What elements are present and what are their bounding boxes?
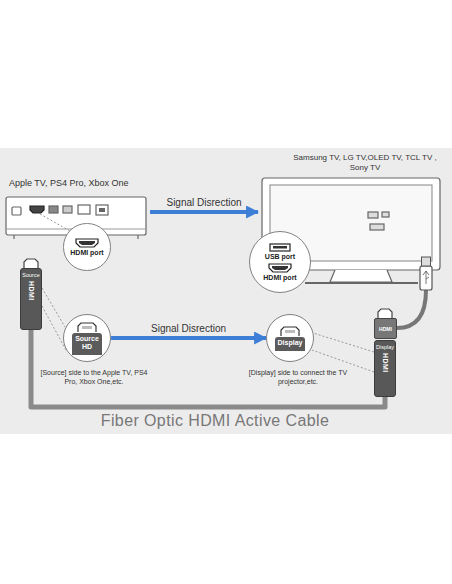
- plug-label: Display: [376, 344, 394, 350]
- plug-tip-icon: [278, 326, 302, 336]
- note-text: [Display] side to connect the TV project…: [245, 368, 351, 386]
- hdmi-plug: DisplayHDMI: [374, 340, 396, 397]
- background-band: [0, 148, 452, 434]
- plug-tip: [378, 309, 392, 318]
- device-list: Samsung TV, LG TV,OLED TV, TCL TV , Sony…: [290, 153, 440, 173]
- port-callout: HDMI port: [63, 223, 110, 270]
- plug-label: HDMI: [381, 353, 389, 373]
- plug-callout: Display: [266, 314, 314, 362]
- edge-label: Signal Disrection: [166, 197, 241, 208]
- cable: [31, 330, 385, 407]
- plug-label: Source: [75, 335, 99, 343]
- leader-line: [313, 333, 374, 352]
- hdmi-plug: SourceHDMI: [20, 268, 42, 330]
- signal-arrow: [150, 210, 258, 214]
- signal-arrow: [111, 336, 266, 340]
- port-label: HDMI port: [263, 274, 296, 282]
- plug-body: Display: [275, 337, 306, 351]
- plug-label: HD: [82, 343, 92, 351]
- usb-plug: [420, 266, 432, 290]
- plug-label: HDMI: [27, 281, 35, 301]
- plug-tip: [24, 259, 38, 268]
- port-label: USB port: [265, 253, 295, 261]
- note-text: [Source] side to the Apple TV, PS4 Pro, …: [38, 368, 150, 386]
- port-callout: USB portHDMI port: [249, 231, 311, 293]
- plug-label: Display: [278, 339, 303, 347]
- port-label: HDMI port: [70, 249, 103, 257]
- port-icon: [268, 263, 292, 273]
- plug-body: SourceHD: [72, 333, 102, 355]
- device-list: Apple TV, PS4 Pro, Xbox One: [9, 178, 150, 188]
- hdmi-adapter: HDMI: [374, 318, 397, 339]
- leader-line: [42, 306, 66, 350]
- caption: Fiber Optic HDMI Active Cable: [0, 412, 430, 430]
- usb-wire: [397, 290, 426, 328]
- leader-line: [42, 288, 65, 327]
- port-icon: [75, 238, 99, 248]
- usb-plug-tip: [422, 257, 431, 266]
- plug-label: Source: [22, 272, 39, 278]
- leader-line: [40, 214, 70, 231]
- plug-tip-icon: [75, 322, 99, 332]
- usb-symbol: [423, 271, 429, 284]
- leader-line: [312, 350, 374, 372]
- tv-set: [262, 178, 440, 283]
- edge-label: Signal Disrection: [151, 323, 226, 334]
- adapter-label: HDMI: [379, 326, 392, 332]
- port-icon: [269, 243, 291, 252]
- plug-callout: SourceHD: [63, 314, 111, 362]
